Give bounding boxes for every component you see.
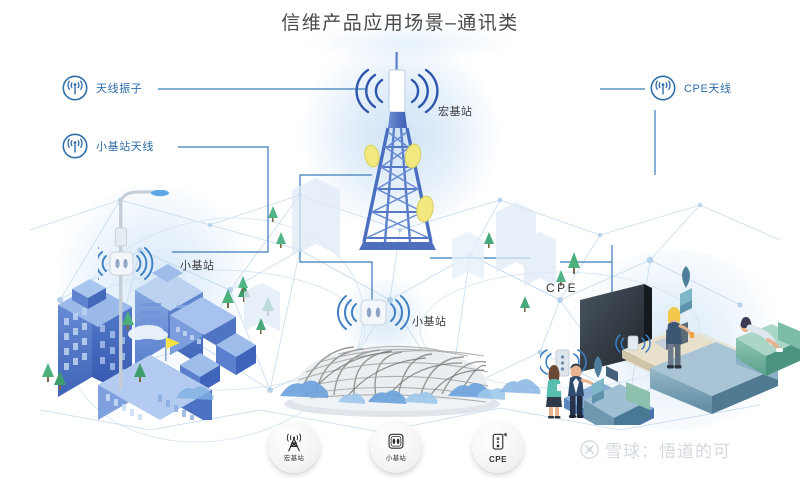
- label-macro-station: 宏基站: [438, 106, 473, 118]
- label-small-cell-city: 小基站: [180, 260, 215, 272]
- birds-nest-stadium: [280, 345, 505, 417]
- page-title: 信维产品应用场景–通讯类: [281, 13, 519, 34]
- antenna-icon: [650, 75, 676, 101]
- streetlight-small-cell: [98, 190, 169, 390]
- small-cell-device-mid: [336, 295, 411, 330]
- legend-cpe-device[interactable]: CPE: [472, 421, 524, 473]
- callout-label: 天线振子: [96, 83, 143, 95]
- cpe-device-icon: [492, 432, 507, 450]
- legend-label: CPE: [489, 454, 507, 464]
- watermark: 雪球：悟道的可: [580, 437, 731, 462]
- callout-small-cell-antenna[interactable]: 小基站天线: [62, 133, 154, 159]
- macro-cell-tower: [355, 52, 439, 250]
- antenna-icon: [62, 75, 88, 101]
- callout-antenna-element[interactable]: 天线振子: [62, 75, 142, 101]
- antenna-icon: [62, 133, 88, 159]
- legend-bar: 宏基站 小基站 CPE: [0, 418, 800, 478]
- label-small-cell-mid: 小基站: [412, 316, 447, 328]
- xueqiu-logo-icon: [580, 440, 599, 459]
- watermark-text: 雪球：悟道的可: [605, 442, 731, 461]
- callout-cpe-antenna[interactable]: CPE天线: [650, 75, 732, 101]
- legend-label: 小基站: [385, 455, 407, 463]
- callout-label: 小基站天线: [96, 141, 154, 153]
- isometric-living-room: [540, 252, 800, 425]
- legend-small-base-station[interactable]: 小基站: [370, 421, 422, 473]
- legend-macro-base-station[interactable]: 宏基站: [268, 421, 320, 473]
- macro-tower-icon: [286, 433, 302, 452]
- legend-label: 宏基站: [283, 455, 305, 463]
- label-cpe-room: CPE: [546, 281, 579, 295]
- callout-label: CPE天线: [684, 83, 732, 95]
- small-cell-icon: [388, 434, 404, 450]
